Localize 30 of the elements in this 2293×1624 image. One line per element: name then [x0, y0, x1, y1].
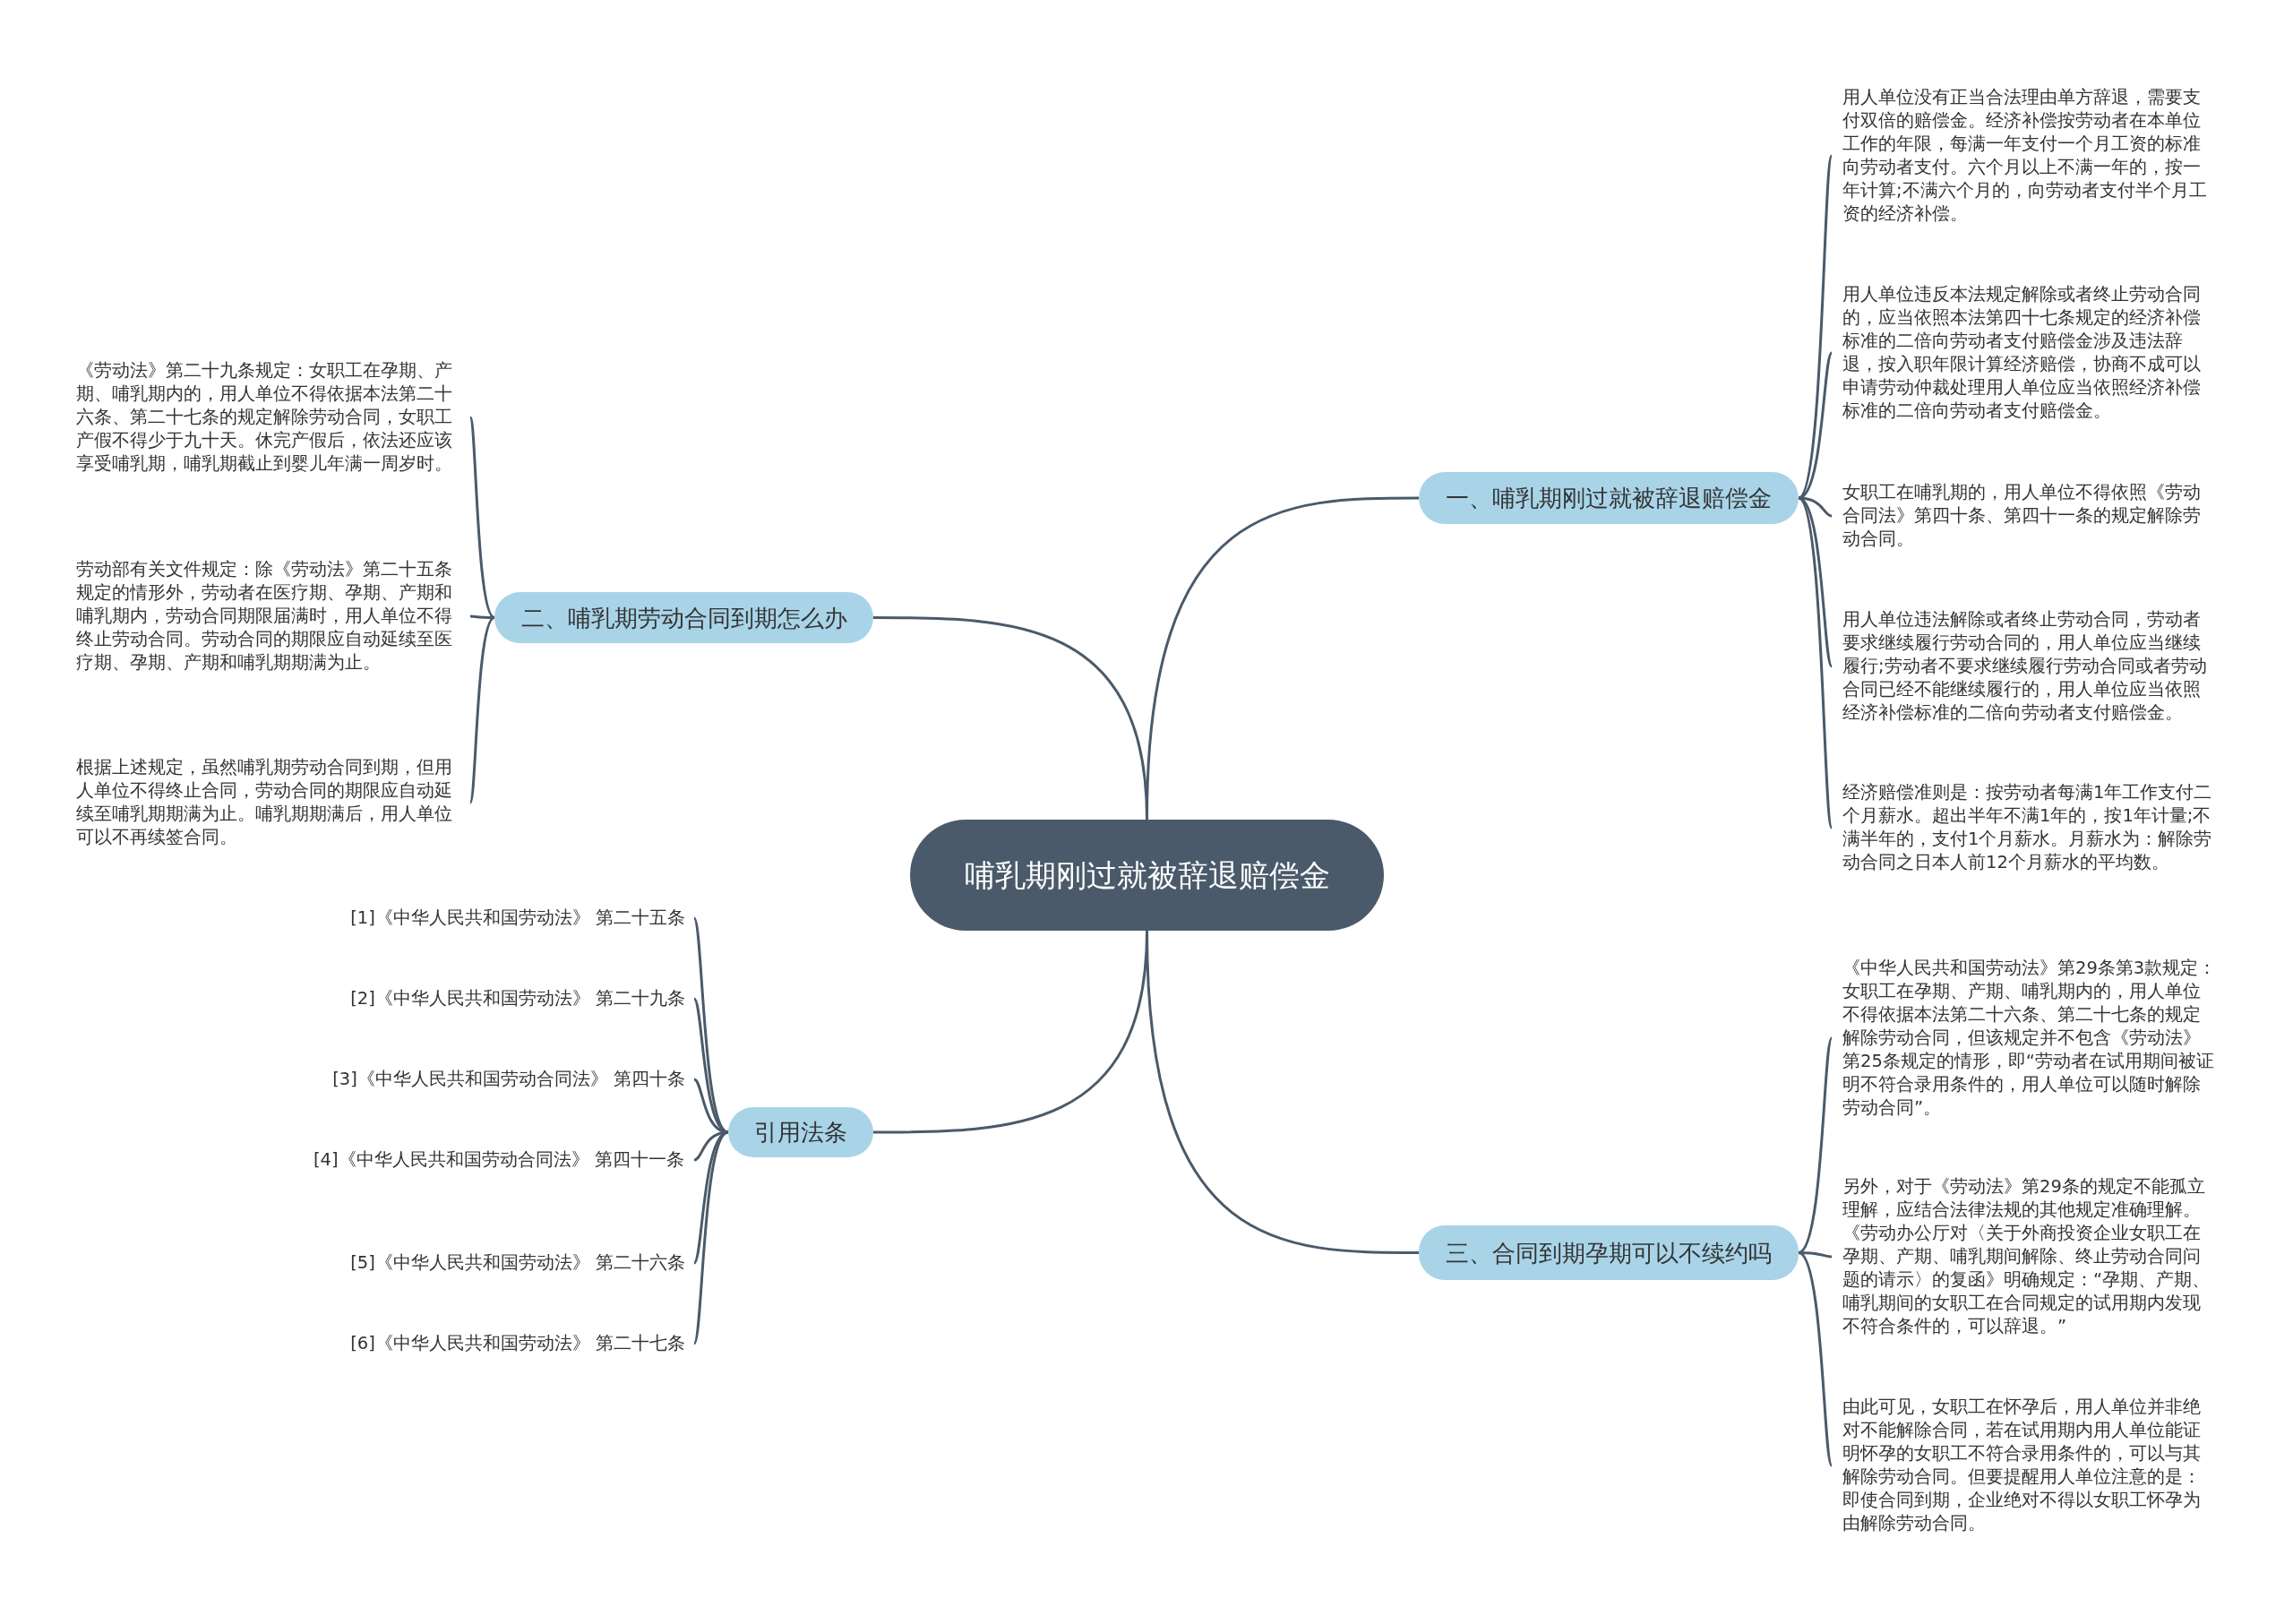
note-text: 用人单位违反本法规定解除或者终止劳动合同的，应当依照本法第四十七条规定的经济补偿标准的二倍向劳动者支付赔偿金涉及违法辞退，按入职年限计算经济赔偿，协商不成可以申请劳动仲裁处理用人单位应当依照经济补偿标准的二倍向劳动者支付赔偿金。: [1832, 283, 2217, 423]
connector: [873, 616, 1148, 821]
citation-text: [4]《中华人民共和国劳动合同法》 第四十一条: [313, 1148, 694, 1172]
central-topic: 哺乳期刚过就被辞退赔偿金: [910, 820, 1384, 931]
connector: [1797, 497, 1834, 829]
connector: [468, 616, 495, 803]
branch-topic: 一、哺乳期刚过就被辞退赔偿金: [1419, 472, 1799, 524]
connector: [1146, 930, 1419, 1254]
note-text: 《中华人民共和国劳动法》第29条第3款规定：女职工在孕期、产期、哺乳期内的，用人单位不得依据本法第二十六条、第二十七条的规定解除劳动合同，但该规定并不包含《劳动法》第25条规定的情形，即“劳动者在试用期间被证明不符合录用条件的，用人单位可以随时解除劳动合同”。: [1832, 957, 2217, 1120]
connector: [1798, 1037, 1834, 1254]
note-text: 根据上述规定，虽然哺乳期劳动合同到期，但用人单位不得终止合同，劳动合同的期限应自动延续至哺乳期期满为止。哺乳期期满后，用人单位可以不再续签合同。: [76, 756, 470, 849]
note-text: 劳动部有关文件规定：除《劳动法》第二十五条规定的情形外，劳动者在医疗期、孕期、产期和哺乳期内，劳动合同期限届满时，用人单位不得终止劳动合同。劳动合同的期限应自动延续至医疗期、孕期、产期和哺乳期期满为止。: [76, 558, 470, 675]
connector: [469, 614, 494, 619]
branch-topic: 二、哺乳期劳动合同到期怎么办: [494, 592, 873, 643]
note-text: 用人单位违法解除或者终止劳动合同，劳动者要求继续履行劳动合同的，用人单位应当继续履行;劳动者不要求继续履行劳动合同或者劳动合同已经不能继续履行的，用人单位应当依照经济补偿标准的二倍向劳动者支付赔偿金。: [1832, 608, 2217, 725]
citation-text: [5]《中华人民共和国劳动法》 第二十六条: [296, 1251, 694, 1275]
note-text: 女职工在哺乳期的，用人单位不得依照《劳动合同法》第四十条、第四十一条的规定解除劳动合同。: [1832, 481, 2217, 551]
branch-topic: 三、合同到期孕期可以不续约吗: [1419, 1225, 1799, 1280]
citation-text: [3]《中华人民共和国劳动合同法》 第四十条: [296, 1068, 694, 1091]
connector: [468, 417, 496, 619]
note-text: 《劳动法》第二十九条规定：女职工在孕期、产期、哺乳期内的，用人单位不得依据本法第二十六条、第二十七条的规定解除劳动合同，女职工产假不得少于九十天。休完产假后，依法还应该享受哺乳期，哺乳期截止到婴儿年满一周岁时。: [76, 359, 470, 476]
note-text: 另外，对于《劳动法》第29条的规定不能孤立理解，应结合法律法规的其他规定准确理解。《劳动办公厅对〈关于外商投资企业女职工在孕期、产期、哺乳期间解除、终止劳动合同问题的请示〉的复函》明确规定：“孕期、产期、哺乳期间的女职工在合同规定的试用期内发现不符合条件的，可以辞退。”: [1832, 1175, 2217, 1338]
branch-topic: 引用法条: [728, 1107, 873, 1157]
note-text: 由此可见，女职工在怀孕后，用人单位并非绝对不能解除合同，若在试用期内用人单位能证明怀孕的女职工不符合录用条件的，可以与其解除劳动合同。但要提醒用人单位注意的是：即使合同到期，企业绝对不得以女职工怀孕为由解除劳动合同。: [1832, 1396, 2217, 1535]
citation-text: [6]《中华人民共和国劳动法》 第二十七条: [296, 1332, 694, 1355]
connector: [1798, 1251, 1834, 1466]
citation-text: [2]《中华人民共和国劳动法》 第二十九条: [296, 987, 694, 1010]
citation-text: [1]《中华人民共和国劳动法》 第二十五条: [296, 907, 694, 930]
note-text: 经济赔偿准则是：按劳动者每满1年工作支付二个月薪水。超出半年不满1年的，按1年计量;不满半年的，支付1个月薪水。月薪水为：解除劳动合同之日本人前12个月薪水的平均数。: [1832, 781, 2217, 874]
note-text: 用人单位没有正当合法理由单方辞退，需要支付双倍的赔偿金。经济补偿按劳动者在本单位工作的年限，每满一年支付一个月工资的标准向劳动者支付。六个月以上不满一年的，按一年计算;不满六个月的，向劳动者支付半个月工资的经济补偿。: [1832, 86, 2217, 226]
